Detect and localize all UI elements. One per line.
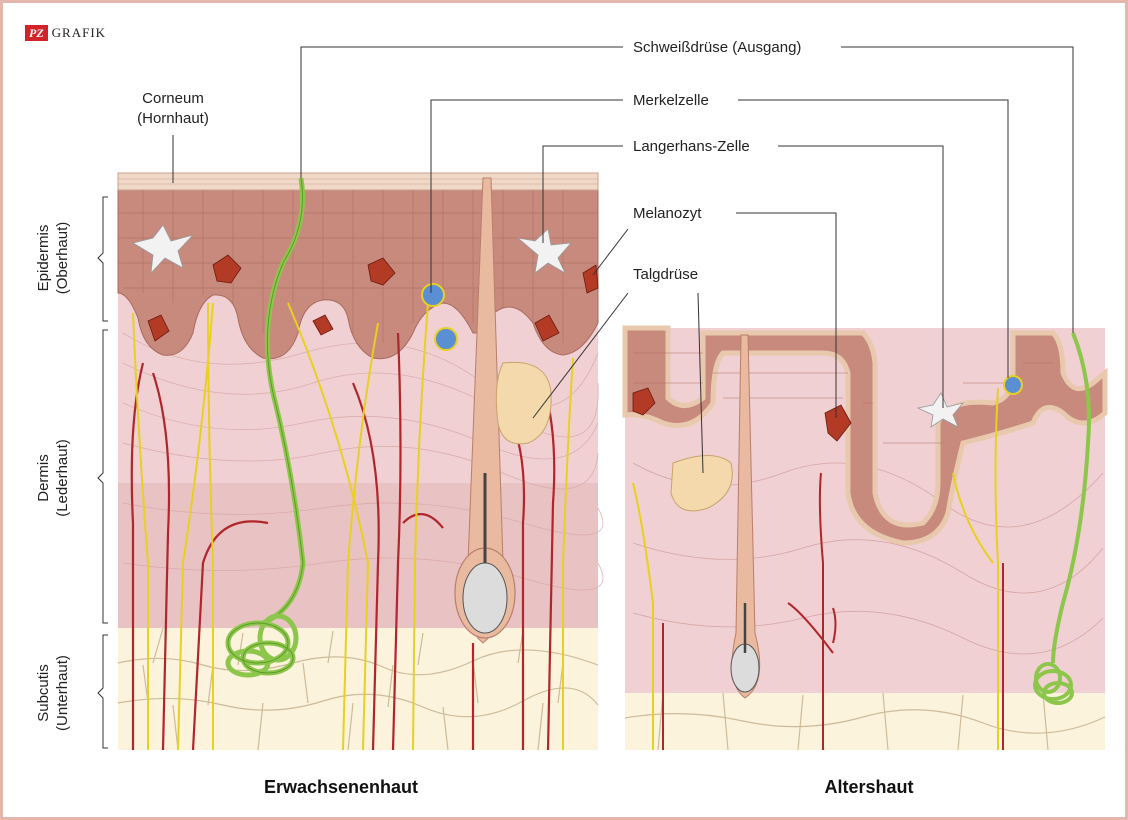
merkel-cell-icon xyxy=(421,283,445,307)
aged-sweat-gland xyxy=(1033,332,1091,705)
label-merkel-cell: Merkelzelle xyxy=(633,92,709,109)
label-langerhans-cell: Langerhans-Zelle xyxy=(633,138,750,155)
langerhans-cell-icon xyxy=(916,392,965,428)
melanocyte-icon xyxy=(147,314,170,342)
label-melanocyte: Melanozyt xyxy=(633,205,702,222)
caption-aged-skin: Altershaut xyxy=(824,777,913,797)
label-subcutis-german: (Unterhaut) xyxy=(54,655,71,731)
adult-dermis-deep xyxy=(118,483,598,628)
langerhans-cell-icon xyxy=(131,224,195,275)
adult-subcutis xyxy=(118,628,598,750)
aged-keratinocytes xyxy=(633,352,1053,444)
adult-hair-follicle xyxy=(454,177,516,644)
label-dermis-german: (Lederhaut) xyxy=(54,439,71,517)
aged-hair-follicle xyxy=(730,334,761,699)
aged-blood-vessels xyxy=(662,472,1004,750)
melanocyte-icon xyxy=(367,257,396,286)
merkel-cell-icon xyxy=(434,327,458,351)
labels: Corneum (Hornhaut) Epidermis (Oberhaut) … xyxy=(35,39,914,797)
leader-lines xyxy=(97,46,1074,749)
melanocyte-icon xyxy=(312,314,334,336)
adult-merkel-cells xyxy=(421,283,458,351)
aged-sebaceous-gland xyxy=(670,455,733,512)
label-dermis: Dermis xyxy=(35,454,52,502)
aged-subcutis xyxy=(625,693,1105,750)
label-epidermis-german: (Oberhaut) xyxy=(54,222,71,295)
adult-corneum xyxy=(117,172,599,191)
aged-fat-cells xyxy=(624,692,1106,751)
label-epidermis: Epidermis xyxy=(35,225,52,292)
aged-skin-panel xyxy=(622,325,1108,751)
melanocyte-icon xyxy=(582,264,599,294)
skin-diagram: Corneum (Hornhaut) Epidermis (Oberhaut) … xyxy=(35,39,1108,797)
aged-nerves xyxy=(632,387,999,750)
aged-epidermis xyxy=(622,325,1108,546)
adult-sebaceous-gland xyxy=(495,361,552,445)
label-corneum-german: (Hornhaut) xyxy=(137,110,209,127)
merkel-cell-icon xyxy=(1003,375,1023,395)
melanocyte-icon xyxy=(824,404,852,442)
adult-corneum-lines xyxy=(118,178,598,185)
logo-text: GRAFIK xyxy=(51,25,107,40)
pz-grafik-logo: PZ GRAFIK xyxy=(25,25,106,41)
melanocyte-icon xyxy=(212,254,242,284)
label-subcutis: Subcutis xyxy=(35,664,52,722)
caption-adult-skin: Erwachsenenhaut xyxy=(264,777,418,797)
langerhans-cell-icon xyxy=(516,228,572,274)
melanocyte-icon xyxy=(534,314,560,342)
label-sebaceous-gland: Talgdrüse xyxy=(633,266,698,283)
adult-langerhans-cells xyxy=(131,224,572,275)
melanocyte-icon xyxy=(632,387,656,416)
logo-box: PZ xyxy=(25,25,48,41)
adult-melanocytes xyxy=(147,254,599,342)
adult-nerves xyxy=(132,302,574,751)
aged-melanocytes xyxy=(632,387,852,442)
label-sweat-gland: Schweißdrüse (Ausgang) xyxy=(633,39,801,56)
adult-skin-panel xyxy=(117,172,604,751)
adult-sweat-gland xyxy=(225,177,306,678)
label-corneum: Corneum xyxy=(142,90,204,107)
